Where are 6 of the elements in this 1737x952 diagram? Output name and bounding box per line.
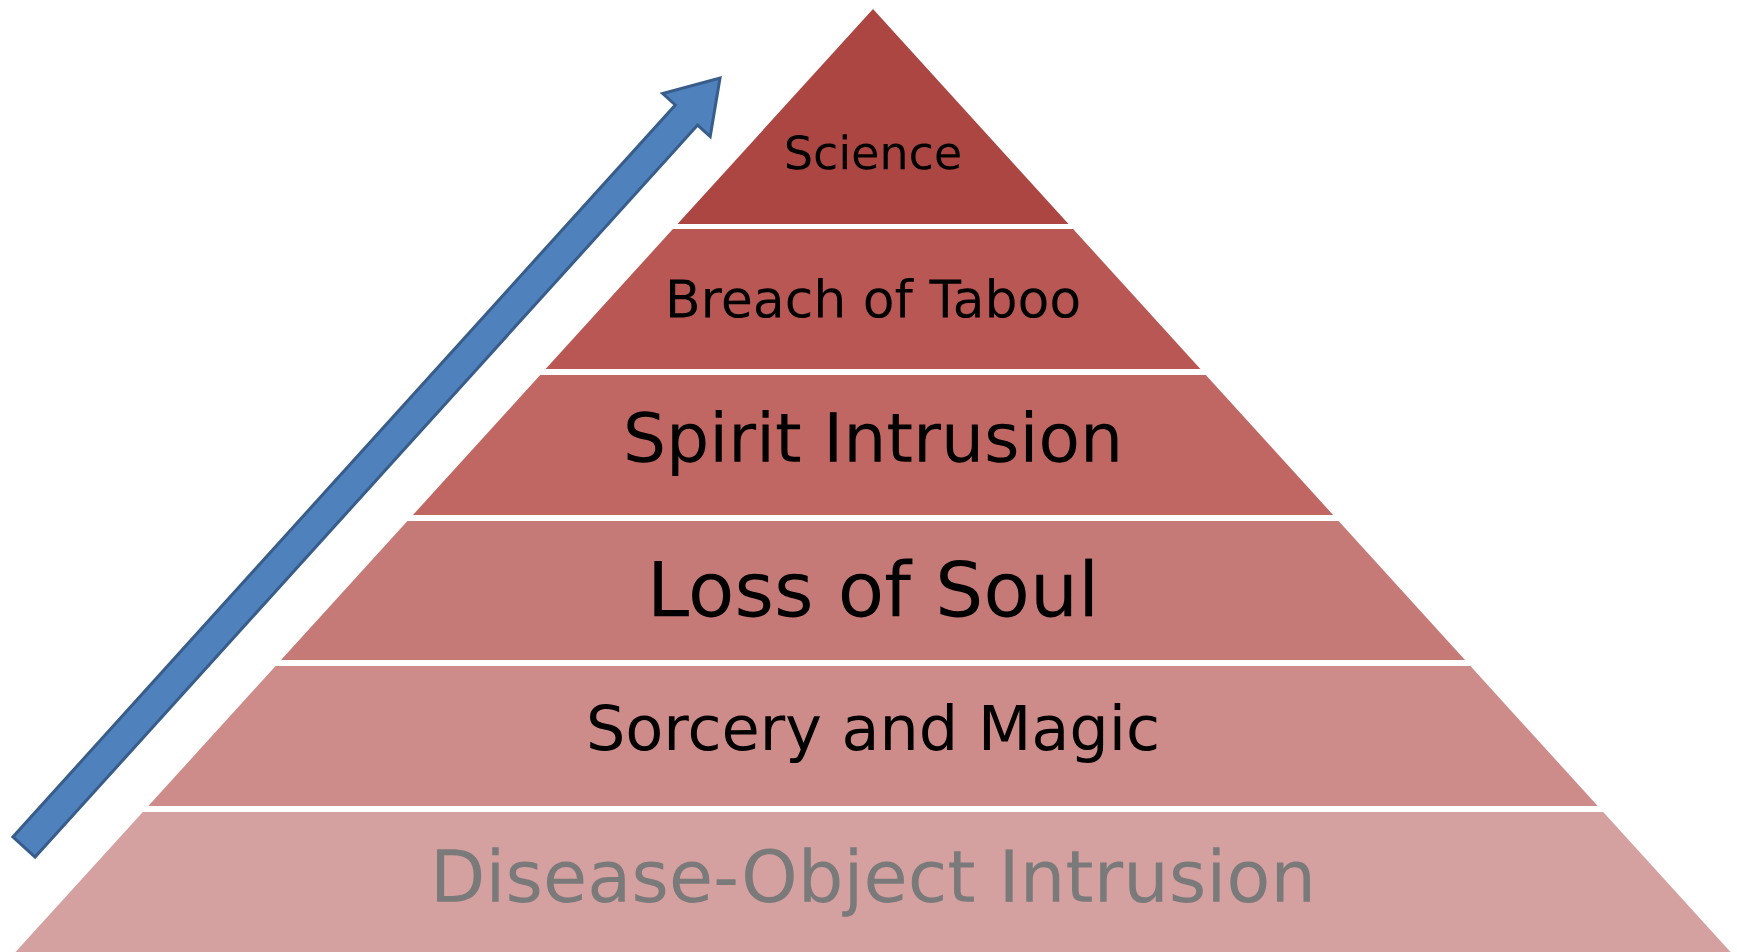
pyramid-level: Breach of Taboo [545,229,1201,369]
pyramid-level: Disease-Object Intrusion [15,812,1731,952]
pyramid-level: Sorcery and Magic [148,666,1598,806]
pyramid-level: Science [677,9,1069,224]
pyramid-level: Loss of Soul [281,521,1465,660]
pyramid-level: Spirit Intrusion [412,375,1334,515]
